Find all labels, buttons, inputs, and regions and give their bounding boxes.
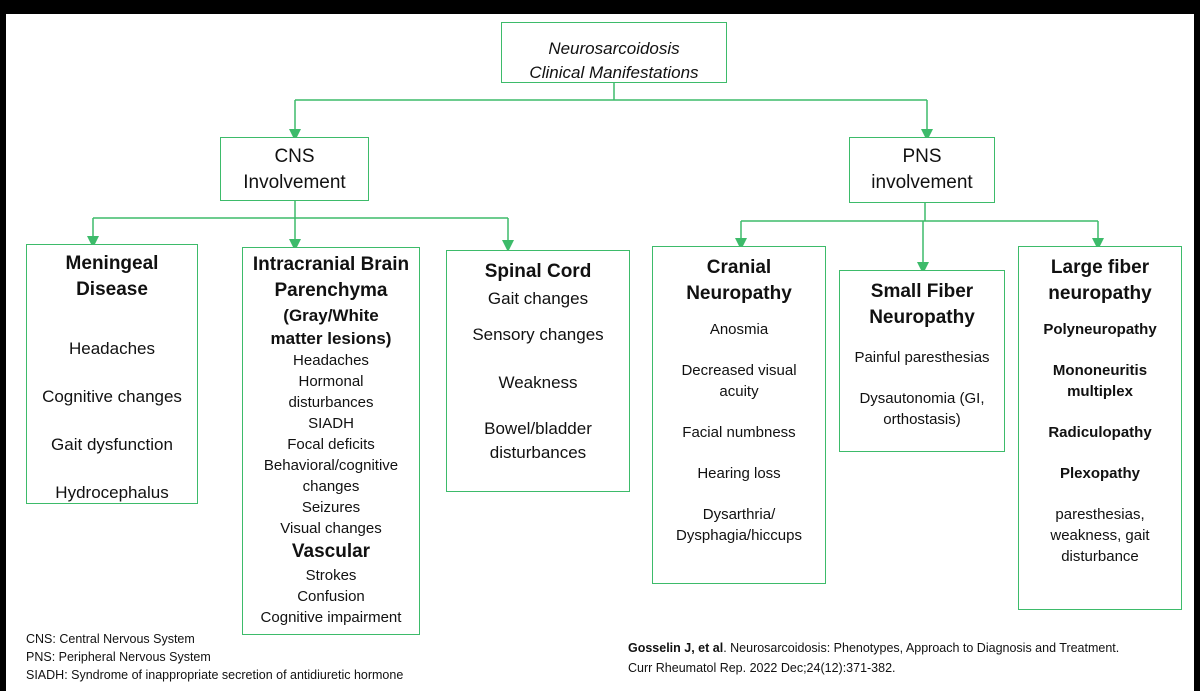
footnote-siadh: SIADH: Syndrome of inappropriate secreti… [26,668,404,682]
meningeal-item: Gait dysfunction [51,435,173,454]
parenchyma-subtitle-1: (Gray/White [283,306,379,325]
citation-title: . Neurosarcoidosis: Phenotypes, Approach… [723,641,1120,655]
spinal-bowel-1: Bowel/bladder [484,419,592,438]
meningeal-item: Cognitive changes [42,387,182,406]
parenchyma-item: Visual changes [280,520,382,537]
parenchyma-item: Seizures [301,499,361,516]
parenchyma-item: Focal deficits [287,436,375,453]
cranial-title-1: Cranial [706,257,772,278]
parenchyma-box: Intracranial Brain Parenchyma (Gray/Whit… [242,247,420,635]
parenchyma-item: SIADH [308,415,354,432]
spinal-bowel-2: disturbances [489,443,587,462]
spinal-item: Sensory changes [472,325,604,344]
cranial-item: Anosmia [709,321,769,338]
large-fiber-item: weakness, gait [1050,527,1150,544]
cranial-item: Hearing loss [697,465,781,482]
pns-label-2: involvement [871,172,973,193]
meningeal-item: Hydrocephalus [55,483,169,502]
small-fiber-title-2: Neuropathy [869,307,975,328]
large-fiber-item: paresthesias, [1055,506,1145,523]
large-fiber-bold-item: Plexopathy [1059,465,1141,482]
vascular-item: Cognitive impairment [260,609,402,626]
spinal-item: Weakness [498,373,578,392]
cranial-title-2: Neuropathy [686,283,792,304]
title-box: Neurosarcoidosis Clinical Manifestations [501,22,727,83]
citation-authors: Gosselin J, et al [628,641,724,655]
meningeal-box: Meningeal Disease Headaches Cognitive ch… [26,244,198,504]
parenchyma-item: Headaches [293,352,369,369]
spinal-cord-box: Spinal Cord Gait changes Sensory changes… [446,250,630,492]
large-fiber-bold-item: Polyneuropathy [1043,321,1157,338]
abbreviation-footnotes: CNS: Central Nervous System PNS: Periphe… [26,630,486,684]
large-fiber-bold-item: multiplex [1067,383,1133,400]
cranial-neuropathy-box: Cranial Neuropathy Anosmia Decreased vis… [652,246,826,584]
small-fiber-title-1: Small Fiber [870,281,974,302]
parenchyma-item: disturbances [288,394,374,411]
footnote-cns: CNS: Central Nervous System [26,632,195,646]
large-fiber-title-1: Large fiber [1050,257,1150,278]
cranial-item: acuity [719,383,759,400]
diagram-canvas: Neurosarcoidosis Clinical Manifestations… [6,14,1194,691]
parenchyma-item: Behavioral/cognitive [263,457,399,474]
cns-box: CNS Involvement [220,137,369,201]
spinal-title: Spinal Cord [484,261,592,282]
cns-label-1: CNS [274,146,315,167]
cranial-item: Dysphagia/hiccups [676,527,802,544]
pns-box: PNS involvement [849,137,995,203]
large-fiber-bold-item: Mononeuritis [1052,362,1148,379]
small-fiber-box: Small Fiber Neuropathy Painful paresthes… [839,270,1005,452]
footnote-pns: PNS: Peripheral Nervous System [26,650,211,664]
title-line-2: Clinical Manifestations [529,63,699,82]
large-fiber-title-2: neuropathy [1048,283,1152,304]
vascular-item: Strokes [305,567,357,584]
spinal-item: Gait changes [487,289,589,308]
cranial-item: Facial numbness [682,424,796,441]
citation-journal: Curr Rheumatol Rep. 2022 Dec;24(12):371-… [628,661,896,675]
large-fiber-item: disturbance [1061,548,1139,565]
vascular-title: Vascular [291,541,371,562]
parenchyma-item: Hormonal [298,373,364,390]
connector-lines [87,83,1104,274]
parenchyma-title-1: Intracranial Brain [252,254,410,275]
pns-label-1: PNS [902,146,942,167]
cranial-item: Decreased visual [681,362,797,379]
cranial-item: Dysarthria/ [702,506,776,523]
citation: Gosselin J, et al. Neurosarcoidosis: Phe… [628,638,1188,678]
small-fiber-item: Painful paresthesias [854,349,990,366]
large-fiber-bold-item: Radiculopathy [1048,424,1152,441]
meningeal-title-2: Disease [76,279,148,300]
small-fiber-item: Dysautonomia (GI, [859,390,985,407]
parenchyma-subtitle-2: matter lesions) [270,329,392,348]
parenchyma-title-2: Parenchyma [274,280,388,301]
meningeal-item: Headaches [68,339,155,358]
small-fiber-item: orthostasis) [883,411,961,428]
parenchyma-item: changes [302,478,360,495]
large-fiber-box: Large fiber neuropathy Polyneuropathy Mo… [1018,246,1182,610]
vascular-item: Confusion [297,588,365,605]
title-line-1: Neurosarcoidosis [548,39,680,58]
cns-label-2: Involvement [243,172,346,193]
meningeal-title-1: Meningeal [65,253,159,274]
